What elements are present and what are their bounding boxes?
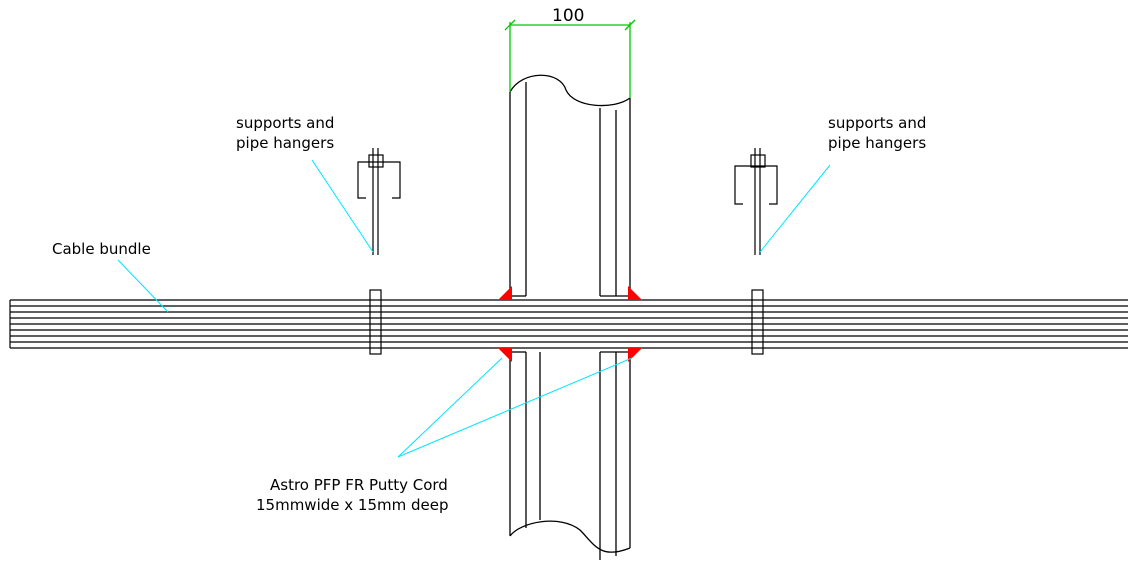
seal-bottom-right — [628, 348, 642, 362]
hanger-right-label-line2: pipe hangers — [828, 134, 926, 152]
hanger-left-label-line2: pipe hangers — [236, 134, 334, 152]
wall-lower — [509, 351, 631, 560]
hanger-left — [357, 148, 401, 355]
leader-lines — [117, 159, 831, 458]
seal-top-right — [628, 286, 642, 300]
putty-label-line1: Astro PFP FR Putty Cord — [270, 476, 448, 494]
seal-top-left — [498, 286, 512, 300]
dimension-label: 100 — [552, 6, 584, 26]
dimension-100 — [504, 19, 636, 98]
seal-bottom-left — [498, 348, 512, 362]
hanger-right-label-line1: supports and — [828, 114, 926, 132]
hanger-right — [734, 148, 778, 355]
cable-bundle — [9, 299, 1128, 349]
cable-bundle-label: Cable bundle — [52, 240, 151, 258]
putty-label-line2: 15mmwide x 15mm deep — [256, 496, 449, 514]
hanger-left-label-line1: supports and — [236, 114, 334, 132]
wall-upper — [509, 74, 631, 297]
